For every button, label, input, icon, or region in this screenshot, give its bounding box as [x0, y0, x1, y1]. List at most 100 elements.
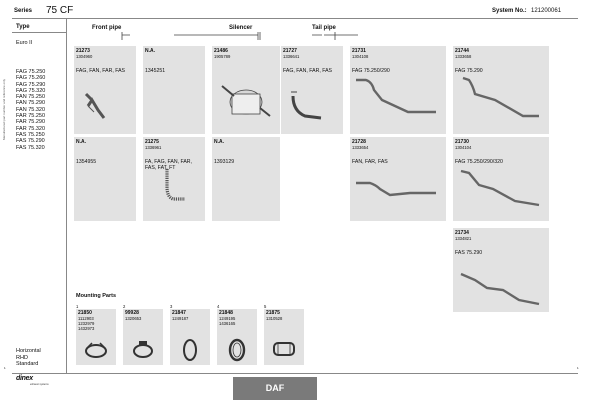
- model-item: FAR 75.250: [16, 113, 46, 120]
- part-number: 21731: [352, 48, 366, 54]
- oem-number: 1336641: [283, 54, 300, 59]
- mount-part-number: 21847: [172, 310, 186, 316]
- pipe-drawing-icon: [460, 169, 540, 207]
- model-item: FAR 75.290: [16, 119, 46, 126]
- mount-index: 4: [217, 304, 220, 309]
- part-number: 21275: [145, 139, 159, 145]
- system-no-label: System No.:: [492, 8, 527, 14]
- model-item: FAN 75.320: [16, 106, 46, 113]
- model-item: FAN 75.290: [16, 100, 46, 107]
- model-item: FAR 75.320: [16, 125, 46, 132]
- oem-number: 1304960: [76, 54, 93, 59]
- part-number: 21734: [455, 230, 469, 236]
- part-number: 21728: [352, 139, 366, 145]
- pipe-drawing-icon: [462, 76, 539, 118]
- part-description: 1354955: [76, 159, 97, 165]
- page-number-right: 1: [577, 366, 579, 370]
- mount-index: 5: [264, 304, 267, 309]
- part-number: 21727: [283, 48, 297, 54]
- part-number: N.A.: [145, 48, 155, 54]
- page-number-left: 1: [4, 366, 6, 370]
- oem-number: 1304108: [352, 54, 369, 59]
- part-description: FAS 75.290: [455, 250, 483, 256]
- part-description: 1393129: [214, 159, 235, 165]
- series-label: Series: [14, 8, 33, 14]
- footer-divider: [12, 373, 578, 374]
- mount-part-number: 21848: [219, 310, 233, 316]
- model-item: FAG 75.320: [16, 87, 46, 94]
- model-item: FAS 75.290: [16, 138, 45, 145]
- configuration-item: Horizontal: [16, 348, 41, 354]
- pipe-drawing-icon: [165, 169, 185, 201]
- oem-number: 1304104: [455, 145, 472, 150]
- model-item: FAG 75.250: [16, 69, 46, 75]
- oem-number: 1336961: [145, 145, 162, 150]
- mounting-part-icon: [228, 338, 246, 362]
- part-number: N.A.: [76, 139, 86, 145]
- part-number: 21730: [455, 139, 469, 145]
- mount-part-number: 21850: [78, 310, 92, 316]
- mount-oem-number: 1112903: [78, 316, 94, 321]
- oem-number: 1334821: [455, 236, 472, 241]
- part-number: 21486: [214, 48, 228, 54]
- mount-index: 3: [170, 304, 173, 309]
- pipe-drawing-icon: [221, 85, 271, 117]
- configuration-item: Standard: [16, 361, 39, 367]
- part-number: 21273: [76, 48, 90, 54]
- model-item: FAS 75.250: [16, 131, 45, 138]
- model-item: FAG 75.260: [16, 75, 46, 82]
- vertical-note: Manufactured part number and reference o…: [2, 78, 6, 140]
- mount-oem-number: 1310528: [266, 316, 283, 321]
- type-divider: [12, 32, 66, 33]
- configuration-item: RHD: [16, 354, 28, 361]
- mount-part-number: 21875: [266, 310, 280, 316]
- model-item: FAN 75.250: [16, 94, 46, 101]
- header-divider: [12, 18, 578, 19]
- mounting-part-icon: [85, 342, 107, 358]
- system-no-value: 121200061: [531, 8, 562, 14]
- mounting-part-icon: [273, 342, 295, 356]
- oem-number: 1905789: [214, 54, 231, 59]
- part-card[interactable]: N.A.1345251: [143, 46, 205, 134]
- part-description: FAG, FAN, FAR, FAS: [76, 68, 126, 74]
- part-card[interactable]: N.A.1393129: [212, 137, 280, 221]
- mount-oem-number: 1249187: [172, 316, 189, 321]
- part-card[interactable]: N.A. 1354955: [74, 137, 136, 221]
- mount-index: 1: [76, 304, 79, 309]
- series-value: 75 CF: [46, 5, 74, 16]
- mounting-part-icon: [183, 339, 197, 361]
- part-number: 21744: [455, 48, 469, 54]
- pipe-drawing-icon: [84, 92, 106, 119]
- model-item: FAG 75.290: [16, 81, 46, 88]
- pipe-drawing-icon: [291, 91, 322, 120]
- mounting-part-icon: [133, 341, 153, 358]
- mount-part-number: 99928: [125, 310, 139, 316]
- dinex-logo: dinex: [16, 375, 33, 382]
- mount-oem-number: 1432973: [78, 326, 95, 331]
- model-item: FAS 75.320: [16, 144, 45, 151]
- mount-oem-number: 1320653: [125, 316, 142, 321]
- oem-number: 1333658: [455, 54, 472, 59]
- oem-number: 1333654: [352, 145, 369, 150]
- pipe-drawing-icon: [356, 78, 436, 114]
- emission-label: Euro II: [16, 40, 33, 46]
- brand-tab: DAF: [233, 377, 317, 400]
- mount-index: 2: [123, 304, 126, 309]
- mount-oem-number: 1249195: [219, 316, 236, 321]
